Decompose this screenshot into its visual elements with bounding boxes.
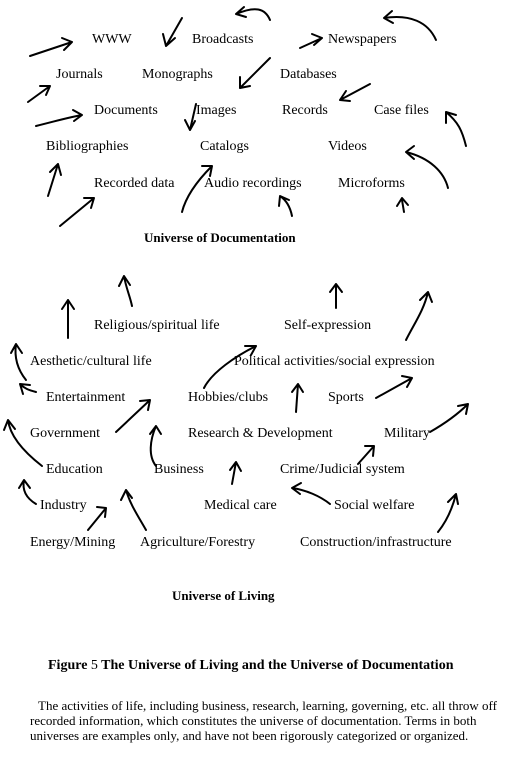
term-entertainment: Entertainment — [46, 390, 126, 405]
term-case-files: Case files — [374, 103, 429, 118]
term-self-expression: Self-expression — [284, 318, 372, 333]
term-audio-recordings: Audio recordings — [204, 176, 302, 191]
arrow — [120, 489, 147, 531]
arrow — [375, 375, 413, 399]
term-broadcasts: Broadcasts — [192, 32, 254, 47]
arrow — [437, 493, 459, 533]
figure-caption: Figure 5 The Universe of Living and the … — [48, 658, 453, 674]
term-images: Images — [196, 103, 237, 118]
arrow — [87, 506, 107, 531]
term-sports: Sports — [328, 390, 364, 405]
term-recorded-data: Recorded data — [94, 176, 175, 191]
arrow — [29, 37, 73, 57]
term-government: Government — [30, 426, 100, 441]
arrow — [445, 111, 467, 147]
arrow — [405, 291, 433, 341]
universe-of-documentation-title: Universe of Documentation — [144, 230, 296, 245]
arrow — [239, 57, 271, 89]
term-videos: Videos — [328, 139, 367, 154]
arrow — [396, 197, 409, 213]
arrow — [19, 383, 37, 395]
arrow — [429, 403, 469, 433]
arrow — [405, 145, 449, 189]
figure-description: The activities of life, including busine… — [30, 698, 497, 743]
term-www: WWW — [92, 32, 132, 47]
arrow — [27, 85, 51, 103]
arrow — [339, 83, 371, 102]
arrow — [357, 445, 375, 465]
term-political-activities: Political activities/social expression — [234, 354, 435, 369]
figure-caption-text: The Universe of Living and the Universe … — [101, 658, 454, 673]
arrow — [203, 345, 257, 389]
term-documents: Documents — [94, 103, 158, 118]
arrow — [61, 299, 75, 339]
arrow — [229, 461, 242, 485]
term-agriculture-forestry: Agriculture/Forestry — [140, 535, 256, 550]
arrow — [329, 283, 343, 309]
arrow — [278, 195, 293, 217]
arrow — [115, 399, 151, 433]
arrow — [10, 343, 27, 381]
term-monographs: Monographs — [142, 67, 213, 82]
figure-label: Figure — [48, 658, 88, 673]
arrow — [383, 10, 437, 41]
term-research-development: Research & Development — [188, 426, 333, 441]
term-education: Education — [46, 462, 103, 477]
term-industry: Industry — [40, 498, 87, 513]
arrow — [149, 425, 162, 467]
term-crime-judicial-system: Crime/Judicial system — [280, 462, 405, 477]
term-journals: Journals — [56, 67, 103, 82]
arrow — [47, 163, 62, 197]
term-construction-infrastructure: Construction/infrastructure — [300, 535, 452, 550]
arrow — [118, 275, 133, 307]
term-social-welfare: Social welfare — [334, 498, 415, 513]
arrow — [291, 482, 331, 505]
term-business: Business — [154, 462, 204, 477]
term-military: Military — [384, 426, 430, 441]
term-records: Records — [282, 103, 328, 118]
arrow — [3, 419, 43, 467]
arrow — [184, 103, 197, 131]
term-newspapers: Newspapers — [328, 32, 397, 47]
arrow — [181, 165, 213, 213]
arrow — [299, 33, 323, 49]
term-hobbies-clubs: Hobbies/clubs — [188, 390, 269, 405]
term-religious-spiritual-life: Religious/spiritual life — [94, 318, 220, 333]
term-medical-care: Medical care — [204, 498, 277, 513]
term-catalogs: Catalogs — [200, 139, 249, 154]
term-energy-mining: Energy/Mining — [30, 535, 116, 550]
term-microforms: Microforms — [338, 176, 405, 191]
arrow — [18, 479, 37, 505]
arrow — [35, 109, 83, 127]
arrow — [162, 17, 183, 47]
universe-of-living-title: Universe of Living — [172, 588, 275, 603]
term-aesthetic-cultural-life: Aesthetic/cultural life — [30, 354, 152, 369]
term-bibliographies: Bibliographies — [46, 139, 129, 154]
term-databases: Databases — [280, 67, 337, 82]
arrow — [235, 6, 271, 21]
figure-number: 5 — [90, 658, 98, 673]
arrow — [59, 197, 95, 227]
arrow — [291, 383, 304, 413]
